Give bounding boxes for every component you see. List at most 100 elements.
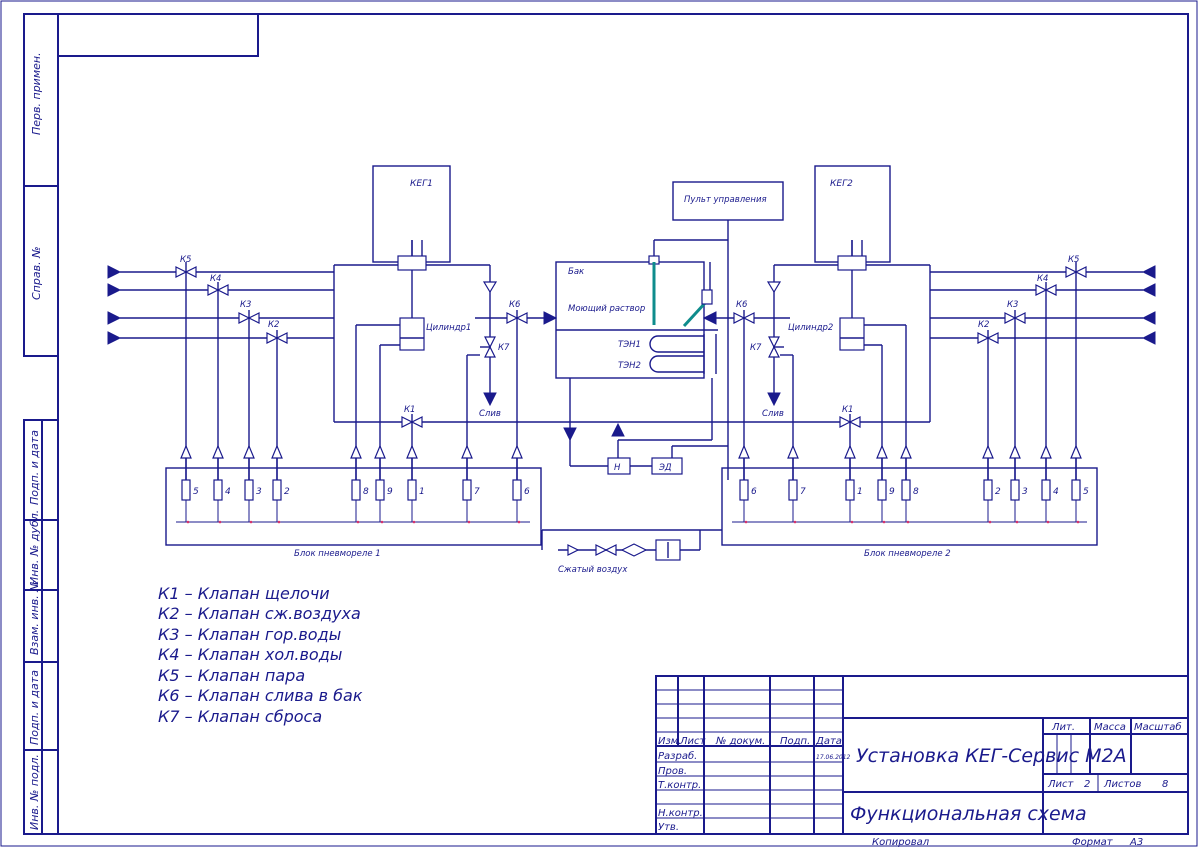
relay-inlet-arrow bbox=[738, 444, 750, 459]
valve-k7-right: К7 bbox=[750, 336, 784, 358]
relay-marker bbox=[1076, 520, 1080, 524]
heater-2-label: ТЭН2 bbox=[618, 361, 641, 371]
label-podp-data-1: Подп. и дата bbox=[28, 430, 41, 505]
keg-2: КЕГ2 bbox=[814, 165, 891, 271]
relay-number: 2 bbox=[995, 487, 1001, 497]
relay-inlet-arrow bbox=[511, 444, 523, 459]
valves-left: К5 К4 К3 К2 К6 К7 К1 bbox=[175, 255, 528, 428]
tb-col-list: Лист bbox=[679, 736, 707, 747]
keg-1: КЕГ1 bbox=[372, 165, 451, 271]
valve-k7-left: К7 bbox=[480, 336, 510, 358]
tb-kopiroval: Копировал bbox=[872, 837, 930, 848]
relay-body bbox=[983, 479, 993, 501]
pneumatic-relay: 4 bbox=[1040, 444, 1059, 524]
relay-block-1-label: Блок пневмореле 1 bbox=[294, 549, 381, 559]
tb-massa: Масса bbox=[1094, 722, 1126, 733]
valve-k2-right-label: К2 bbox=[978, 320, 989, 330]
compressed-air-fittings: Сжатый воздух bbox=[558, 539, 681, 575]
relay-inlet-arrow bbox=[1009, 444, 1021, 459]
relay-number: 5 bbox=[1083, 487, 1089, 497]
pump-motor: Н ЭД bbox=[607, 457, 683, 475]
drain-right-label: Слив bbox=[762, 409, 784, 419]
tb-row-razrab: Разраб. bbox=[658, 750, 697, 762]
label-perv-primen: Перв. примен. bbox=[30, 52, 43, 135]
relay-number: 5 bbox=[193, 487, 199, 497]
relay-marker bbox=[1046, 520, 1050, 524]
relay-number: 4 bbox=[225, 487, 231, 497]
relay-body bbox=[244, 479, 254, 501]
relay-number: 8 bbox=[363, 487, 369, 497]
legend-item-k6: К6 – Клапан слива в бак bbox=[158, 686, 363, 705]
relay-marker bbox=[850, 520, 854, 524]
relay-inlet-arrow bbox=[876, 444, 888, 459]
relay-body bbox=[1071, 479, 1081, 501]
relay-marker bbox=[1015, 520, 1019, 524]
relay-body bbox=[462, 479, 472, 501]
cylinder-1-label: Цилиндр1 bbox=[426, 323, 471, 333]
valve-legend: К1 – Клапан щелочи К2 – Клапан сж.воздух… bbox=[158, 584, 363, 726]
relay-body bbox=[272, 479, 282, 501]
pump-label: Н bbox=[614, 463, 621, 473]
relay-number: 9 bbox=[889, 487, 895, 497]
relay-body bbox=[375, 479, 385, 501]
cylinder-2: Цилиндр2 bbox=[788, 317, 865, 351]
relay-inlet-arrow bbox=[350, 444, 362, 459]
label-sprav-no: Справ. № bbox=[30, 246, 43, 300]
label-inv-dubl: Инв. № дубл. bbox=[28, 510, 41, 585]
relay-number: 9 bbox=[387, 487, 393, 497]
relay-inlet-arrow bbox=[1040, 444, 1052, 459]
relay-marker bbox=[380, 520, 384, 524]
tb-col-izm: Изм. bbox=[658, 736, 682, 747]
valve-k5-right: К5 bbox=[1065, 255, 1087, 278]
compressed-air-label: Сжатый воздух bbox=[558, 565, 628, 575]
valve-k1-left: К1 bbox=[401, 405, 423, 428]
tb-date-value: 17.06.2012 bbox=[816, 754, 851, 761]
relay-number: 1 bbox=[419, 487, 425, 497]
relay-inlet-arrow bbox=[1070, 444, 1082, 459]
pneumatic-relay: 8 bbox=[350, 444, 369, 524]
relay-block-2-label: Блок пневмореле 2 bbox=[864, 549, 951, 559]
pneumatic-relay: 8 bbox=[900, 444, 919, 524]
title-block: Изм. Лист № докум. Подп. Дата Разраб. Пр… bbox=[655, 675, 1189, 848]
tb-list-label: Лист bbox=[1047, 779, 1075, 790]
tank: Бак Моющий раствор ТЭН1 ТЭН2 bbox=[555, 255, 718, 379]
relay-marker bbox=[467, 520, 471, 524]
relay-marker bbox=[412, 520, 416, 524]
relay-inlet-arrow bbox=[243, 444, 255, 459]
tb-col-data: Дата bbox=[815, 736, 842, 747]
relay-number: 7 bbox=[474, 487, 480, 497]
relay-marker bbox=[356, 520, 360, 524]
tb-product-name: Установка КЕГ-Сервис М2А bbox=[856, 745, 1127, 767]
pneumatic-relay: 3 bbox=[243, 444, 262, 524]
valve-k7-left-label: К7 bbox=[498, 343, 510, 353]
relay-marker bbox=[882, 520, 886, 524]
valve-k2-left: К2 bbox=[266, 320, 288, 344]
relay-marker bbox=[988, 520, 992, 524]
valve-k3-right-label: К3 bbox=[1007, 300, 1018, 310]
relay-body bbox=[901, 479, 911, 501]
relay-inlet-arrow bbox=[461, 444, 473, 459]
pneumatic-relay: 5 bbox=[1070, 444, 1089, 524]
relay-marker bbox=[277, 520, 281, 524]
relay-number: 6 bbox=[751, 487, 757, 497]
legend-item-k2: К2 – Клапан сж.воздуха bbox=[158, 604, 361, 623]
relay-number: 4 bbox=[1053, 487, 1059, 497]
relay-number: 3 bbox=[1022, 487, 1028, 497]
relay-marker bbox=[186, 520, 190, 524]
relay-inlet-arrow bbox=[406, 444, 418, 459]
tb-listov-value: 8 bbox=[1162, 779, 1168, 790]
valve-k2-right: К2 bbox=[977, 320, 999, 344]
control-panel: Пульт управления bbox=[672, 181, 784, 221]
solution-label: Моющий раствор bbox=[568, 304, 645, 314]
tb-row-utv: Утв. bbox=[658, 822, 679, 833]
pneumatic-relay: 6 bbox=[738, 444, 757, 524]
valve-k3-left-label: К3 bbox=[240, 300, 251, 310]
pneumatic-relay: 6 bbox=[511, 444, 530, 524]
relay-number: 8 bbox=[913, 487, 919, 497]
pneumatic-relay: 9 bbox=[374, 444, 393, 524]
relay-marker bbox=[793, 520, 797, 524]
pneumatic-relay: 2 bbox=[982, 444, 1001, 524]
label-vzam-inv: Взам. инв. № bbox=[28, 580, 41, 655]
